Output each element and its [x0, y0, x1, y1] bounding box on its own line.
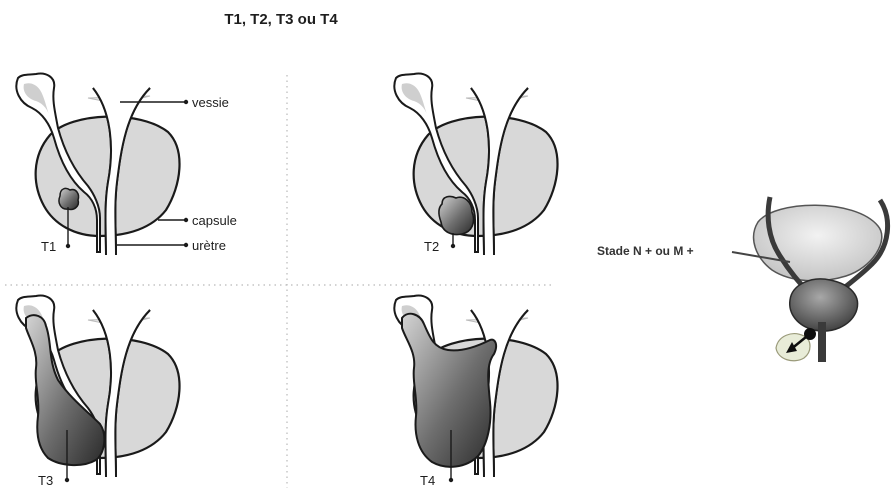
panel-t3: T3 — [16, 296, 179, 488]
tumor-t1 — [59, 188, 79, 209]
panel-t1: T1 vessie capsule urètre — [16, 74, 236, 255]
panel-t2: T2 — [394, 74, 557, 255]
label-vessie: vessie — [192, 95, 229, 110]
label-capsule: capsule — [192, 213, 237, 228]
stage-label-t4: T4 — [420, 473, 435, 488]
stage-label-t1: T1 — [41, 239, 56, 254]
spread-stage-label: Stade N + ou M + — [597, 244, 694, 258]
tumor-t2 — [439, 196, 474, 234]
diagram-title: T1, T2, T3 ou T4 — [224, 11, 338, 28]
stage-label-t3: T3 — [38, 473, 53, 488]
label-uretre: urètre — [192, 238, 226, 253]
tumor-t4 — [402, 314, 496, 467]
metastasis-illustration — [732, 197, 888, 362]
panel-t4: T4 — [394, 296, 557, 488]
stage-label-t2: T2 — [424, 239, 439, 254]
